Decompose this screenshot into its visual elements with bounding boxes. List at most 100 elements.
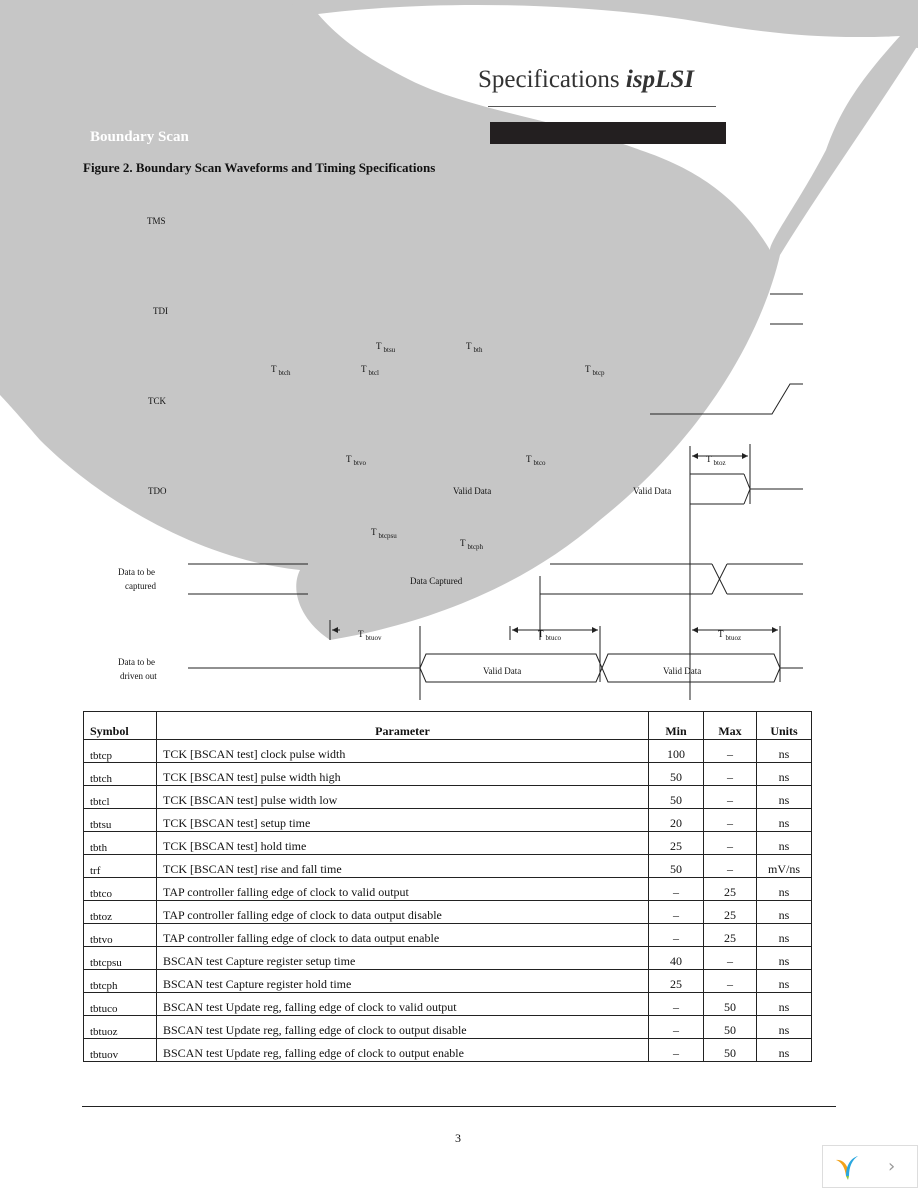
signal-label-captured-1: Data to be [118,567,155,577]
cell-max: 25 [703,877,757,901]
cell-symbol: tbtcl [83,785,157,809]
cell-symbol: trf [83,854,157,878]
cell-max: 50 [703,1038,757,1062]
cell-units: mV/ns [756,854,812,878]
col-header-min: Min [648,711,704,740]
cell-units: ns [756,969,812,993]
cell-units: ns [756,762,812,786]
cell-units: ns [756,923,812,947]
cell-units: ns [756,1015,812,1039]
cell-parameter: TAP controller falling edge of clock to … [156,923,649,947]
figure-caption: Figure 2. Boundary Scan Waveforms and Ti… [83,160,436,175]
cell-symbol: tbtuoz [83,1015,157,1039]
cell-min: 40 [648,946,704,970]
cell-units: ns [756,900,812,924]
cell-max: – [703,946,757,970]
waveform-lines [188,293,803,700]
cell-min: – [648,1015,704,1039]
footer-rule [82,1106,836,1107]
cell-max: 50 [703,992,757,1016]
signal-label-tck: TCK [148,396,167,406]
cell-max: 25 [703,923,757,947]
cell-parameter: TAP controller falling edge of clock to … [156,900,649,924]
cell-units: ns [756,992,812,1016]
cell-units: ns [756,739,812,763]
cell-max: – [703,854,757,878]
cell-symbol: tbtuco [83,992,157,1016]
cell-min: – [648,877,704,901]
cell-max: – [703,808,757,832]
cell-max: – [703,739,757,763]
col-header-parameter: Parameter [156,711,649,740]
cell-min: – [648,992,704,1016]
cell-min: 50 [648,854,704,878]
driven-valid-data-label-2: Valid Data [663,666,701,676]
cell-symbol: tbtco [83,877,157,901]
cell-symbol: tbtch [83,762,157,786]
cell-parameter: TCK [BSCAN test] clock pulse width [156,739,649,763]
cell-parameter: TCK [BSCAN test] pulse width high [156,762,649,786]
viewer-nav-widget[interactable] [822,1145,918,1188]
header-rule [488,106,716,107]
table-header-row: Symbol Parameter Min Max Units [83,711,812,740]
cell-max: – [703,762,757,786]
cell-symbol: tbtcp [83,739,157,763]
cell-min: 100 [648,739,704,763]
cell-parameter: TCK [BSCAN test] pulse width low [156,785,649,809]
signal-label-captured-2: captured [125,581,156,591]
signal-label-tdi: TDI [153,306,168,316]
cell-min: 50 [648,785,704,809]
page-number: 3 [455,1131,461,1145]
col-header-units: Units [756,711,812,740]
cell-min: 25 [648,831,704,855]
cell-parameter: BSCAN test Update reg, falling edge of c… [156,1038,649,1062]
col-header-max: Max [703,711,757,740]
cell-units: ns [756,946,812,970]
cell-symbol: tbtcph [83,969,157,993]
signal-label-tdo: TDO [148,486,167,496]
viewer-logo-icon[interactable] [832,1152,862,1182]
cell-min: – [648,923,704,947]
cell-parameter: BSCAN test Capture register setup time [156,946,649,970]
header-bar [490,122,726,144]
cell-units: ns [756,808,812,832]
data-captured-label: Data Captured [410,576,463,586]
signal-label-driven-1: Data to be [118,657,155,667]
cell-max: 25 [703,900,757,924]
tdo-valid-data-label-1: Valid Data [453,486,491,496]
chevron-right-icon[interactable]: › [888,1156,896,1177]
cell-min: 20 [648,808,704,832]
cell-units: ns [756,785,812,809]
cell-min: – [648,900,704,924]
signal-label-driven-2: driven out [120,671,157,681]
cell-max: – [703,969,757,993]
section-label: Boundary Scan [90,129,189,145]
cell-min: 25 [648,969,704,993]
cell-parameter: BSCAN test Capture register hold time [156,969,649,993]
cell-units: ns [756,877,812,901]
cell-parameter: TAP controller falling edge of clock to … [156,877,649,901]
